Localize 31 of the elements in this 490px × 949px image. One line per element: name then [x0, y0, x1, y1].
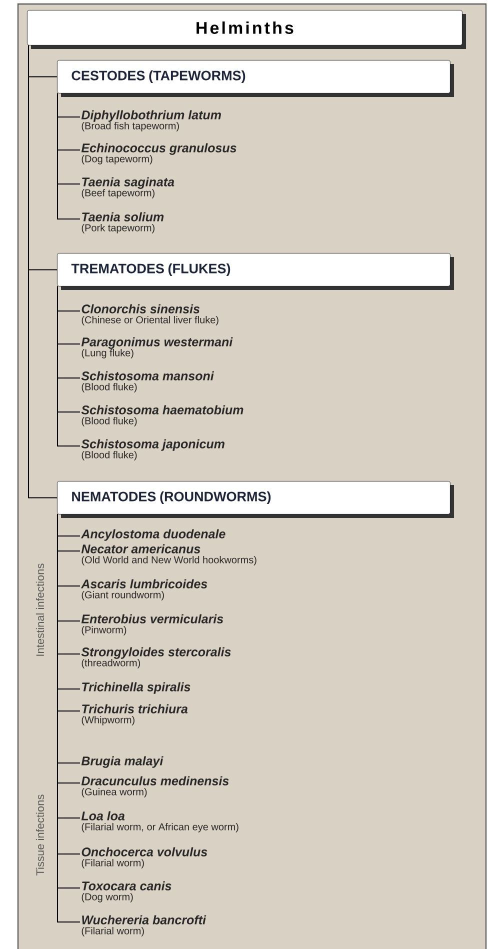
- tree-line: [57, 92, 80, 220]
- species-entry: Clonorchis sinensis (Chinese or Oriental liver fluke): [82, 304, 218, 326]
- species-entry: Taenia saginata (Beef tapeworm): [82, 177, 174, 198]
- species-entry: Onchocerca volvulus (Filarial worm): [82, 847, 208, 868]
- group-box: NEMATODES (ROUNDWORMS): [57, 481, 454, 518]
- species-entry: Necator americanus (Old World and New World hookworms): [81, 544, 256, 566]
- group-box: CESTODES (TAPEWORMS): [57, 60, 454, 97]
- group-box: TREMATODES (FLUKES): [57, 253, 454, 290]
- species-entry: Schistosoma japonicum (Blood fluke): [81, 439, 224, 460]
- rotated-label: Tissue infections: [36, 794, 44, 876]
- header-box: Helminths: [27, 10, 466, 49]
- species-entry: Strongyloides stercoralis (threadworm): [81, 647, 231, 668]
- species-entry: Schistosoma haematobium (Blood fluke): [81, 405, 244, 426]
- species-entry: Toxocara canis (Dog worm): [82, 881, 172, 902]
- species-entry: Enterobius vermicularis (Pinworm): [81, 614, 224, 636]
- species-entry: Dracunculus medinensis (Guinea worm): [81, 776, 229, 798]
- species-entry: Schistosoma mansoni (Blood fluke): [81, 371, 214, 392]
- species-entry: Trichinella spiralis: [82, 682, 190, 694]
- species-entry: Wuchereria bancrofti (Filarial worm): [82, 915, 206, 936]
- species-entry: Taenia solium (Pork tapeworm): [82, 212, 164, 234]
- species-entry: Trichuris trichiura (Whipworm): [82, 704, 188, 726]
- tree-line: [57, 286, 80, 446]
- species-entry: Paragonimus westermani (Lung fluke): [81, 337, 233, 358]
- species-entry: Loa loa (Filarial worm, or African eye worm): [81, 811, 238, 832]
- species-entry: Diphyllobothrium latum (Broad fish tapeworm): [81, 110, 221, 132]
- species-entry: Ancylostoma duodenale: [80, 529, 226, 541]
- species-entry: Echinococcus granulosus (Dog tapeworm): [81, 143, 236, 164]
- tree-line: [28, 44, 58, 498]
- species-entry: Brugia malayi: [81, 756, 164, 768]
- rotated-label: Intestinal infections: [36, 564, 44, 656]
- species-entry: Ascaris lumbricoides (Giant roundworm): [80, 579, 208, 600]
